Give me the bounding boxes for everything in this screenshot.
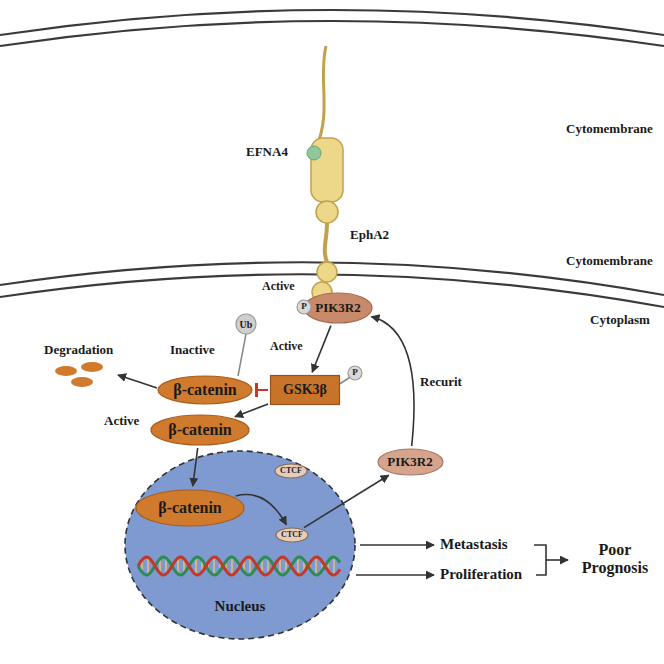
dna-rung: [231, 557, 233, 575]
inhibition-line: [256, 389, 268, 391]
state-label: Active: [270, 340, 303, 354]
node-outline: [276, 528, 308, 542]
protein-ellipse: PIK3R2: [303, 292, 373, 324]
membrane-line: [0, 21, 664, 46]
membrane-label: Cytomembrane: [566, 254, 653, 269]
node-outline: [297, 300, 311, 314]
ubiquitin-circle: Ub: [235, 313, 257, 335]
degradation-arrow: [118, 375, 157, 388]
node-outline: [136, 490, 244, 526]
nucleus: Nucleusβ-cateninCTCFCTCF: [124, 450, 356, 640]
outcome-label: Metastasis: [440, 536, 508, 553]
outcome-arrow: [356, 574, 434, 576]
factor-circle: CTCF: [275, 527, 309, 543]
fragment: [81, 362, 103, 372]
ligand-dot: [307, 146, 321, 160]
process-label: Degradation: [44, 343, 113, 358]
edge-label: Recurit: [418, 374, 464, 390]
node-text: β-catenin: [158, 499, 222, 517]
membrane-label: Cytomembrane: [566, 122, 653, 137]
node-text: GSK3β: [283, 382, 327, 397]
dna-rung: [195, 557, 197, 574]
fragment: [71, 377, 93, 387]
protein-ellipse: β-catenin: [135, 489, 245, 527]
receptor-domain: [317, 262, 337, 282]
state-label: Active: [262, 280, 295, 294]
receptor-label: EphA2: [350, 228, 389, 243]
node-text: PIK3R2: [387, 455, 433, 469]
outcome-arrow: [546, 559, 568, 561]
arrow-connector: [371, 317, 414, 446]
ligand-stalk: [316, 46, 326, 148]
node-outline: [236, 314, 256, 334]
ligand-label: EFNA4: [246, 145, 288, 160]
outcome-label: Poor Prognosis: [572, 541, 658, 578]
state-label: Inactive: [170, 343, 215, 358]
node-outline: [151, 415, 249, 445]
dna-rung: [249, 557, 251, 574]
dna-rung: [297, 557, 299, 574]
compartment-label: Cytoplasm: [590, 313, 650, 328]
kinase-box: GSK3β: [270, 375, 340, 405]
node-text: β-catenin: [173, 381, 237, 399]
state-label: Active: [104, 414, 139, 429]
fragment: [55, 366, 77, 376]
protein-ellipse: β-catenin: [150, 414, 250, 446]
node-text: P: [301, 302, 307, 312]
ubiquitin-link: [238, 334, 246, 376]
node-outline: [348, 366, 362, 380]
node-text: Nucleus: [124, 598, 356, 615]
node-text: Ub: [240, 319, 253, 330]
node-outline: [125, 451, 355, 639]
protein-ellipse: PIK3R2: [377, 448, 444, 476]
membrane-line: [0, 10, 664, 35]
node-outline: [304, 293, 372, 323]
outcome-label: Proliferation: [440, 566, 522, 583]
node-outline: [271, 376, 340, 405]
node-text: β-catenin: [168, 421, 232, 439]
node-outline: [158, 376, 252, 404]
phospho-circle: P: [347, 365, 363, 381]
node-text: CTCF: [280, 467, 302, 476]
outcome-arrow: [360, 544, 434, 546]
node-outline: [378, 449, 443, 475]
dna-rung: [315, 557, 317, 575]
dna-rung: [147, 557, 149, 574]
arrow-connector: [235, 404, 268, 417]
node-text: P: [352, 368, 358, 378]
node-text: PIK3R2: [315, 301, 361, 315]
dna-rung: [333, 557, 335, 575]
arrow-connector: [312, 326, 331, 373]
protein-ellipse: β-catenin: [157, 375, 253, 405]
node-outline: [275, 464, 307, 478]
receptor-stalk: [325, 223, 327, 262]
factor-circle: CTCF: [274, 463, 308, 479]
receptor-domain: [316, 201, 338, 223]
node-text: CTCF: [281, 531, 303, 540]
bracket: [534, 545, 546, 575]
dna-rung: [213, 557, 215, 575]
phospho-circle: P: [296, 299, 312, 315]
